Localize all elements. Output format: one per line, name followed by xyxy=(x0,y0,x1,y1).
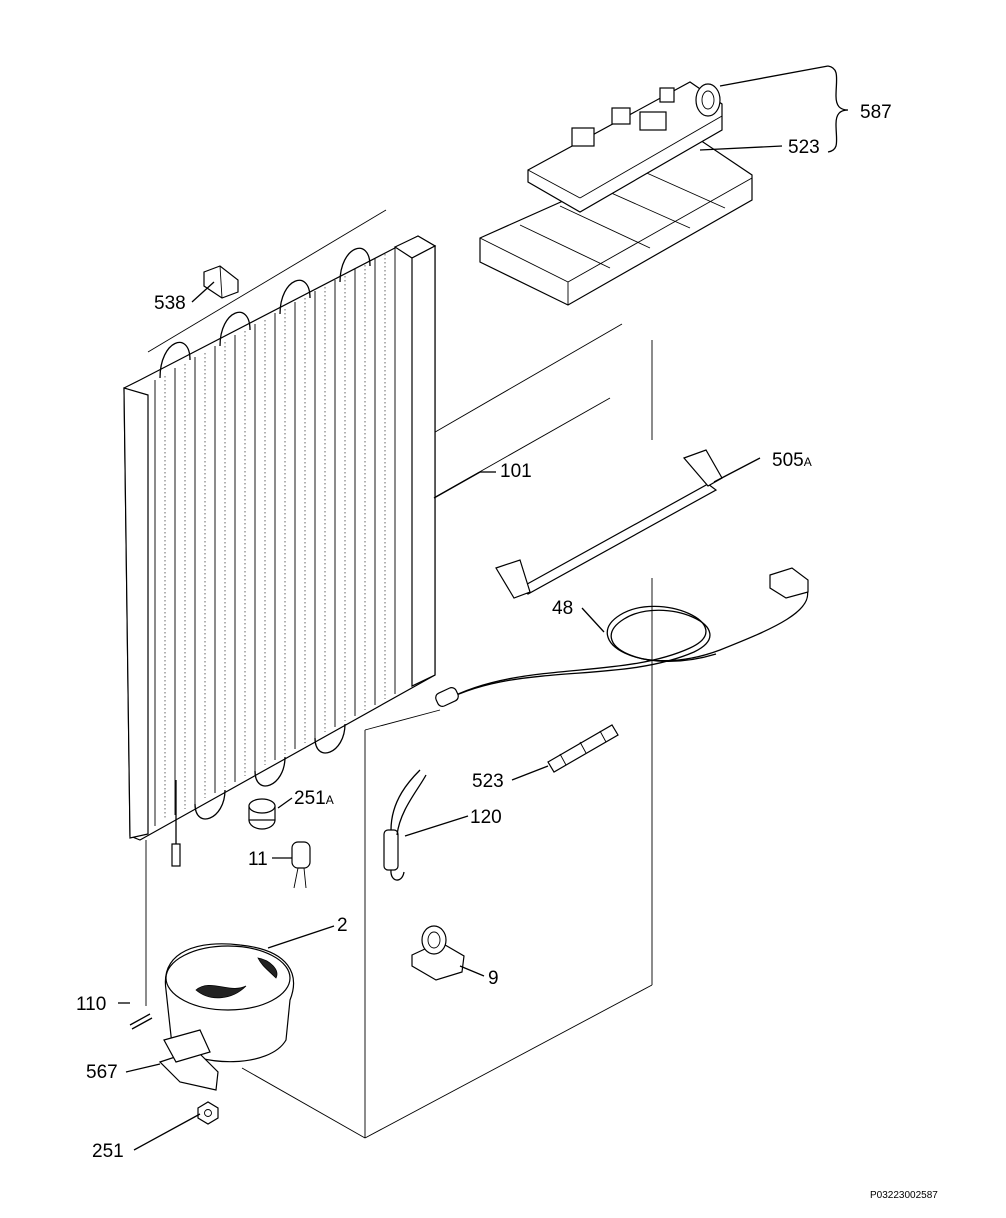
shelf-bar xyxy=(495,449,723,599)
control-pcb xyxy=(527,81,723,213)
callout-48: 48 xyxy=(552,598,573,619)
compressor xyxy=(158,943,294,1091)
callout-2: 2 xyxy=(337,915,348,936)
callout-251: 251 xyxy=(92,1141,124,1162)
clip-538 xyxy=(203,265,239,299)
callout-567: 567 xyxy=(86,1062,118,1083)
callout-120: 120 xyxy=(470,807,502,828)
callout-110: 110 xyxy=(76,994,106,1015)
pin-110 xyxy=(129,1013,153,1030)
callout-101: 101 xyxy=(500,461,532,482)
callout-9: 9 xyxy=(488,968,499,989)
callout-11: 11 xyxy=(248,849,268,870)
callout-labels: 587 523 538 101 505A 48 523 120 251A 11 … xyxy=(76,102,892,1162)
drawing-code: P03223002587 xyxy=(870,1190,938,1201)
callout-538: 538 xyxy=(154,293,186,314)
sensor-cable xyxy=(435,567,809,707)
leader-lines xyxy=(118,65,849,1151)
callout-587: 587 xyxy=(860,102,892,123)
callout-505a: 505A xyxy=(772,450,812,471)
callout-523-mid: 523 xyxy=(472,771,504,792)
thermostat xyxy=(383,769,427,881)
callout-523-top: 523 xyxy=(788,137,820,158)
grommet-251a xyxy=(248,798,276,830)
nut-251 xyxy=(197,1101,219,1125)
relay-11 xyxy=(291,841,311,889)
callout-251a: 251A xyxy=(294,788,334,809)
terminal-block xyxy=(547,724,619,773)
bracket-9 xyxy=(411,925,465,981)
condenser xyxy=(123,235,437,867)
